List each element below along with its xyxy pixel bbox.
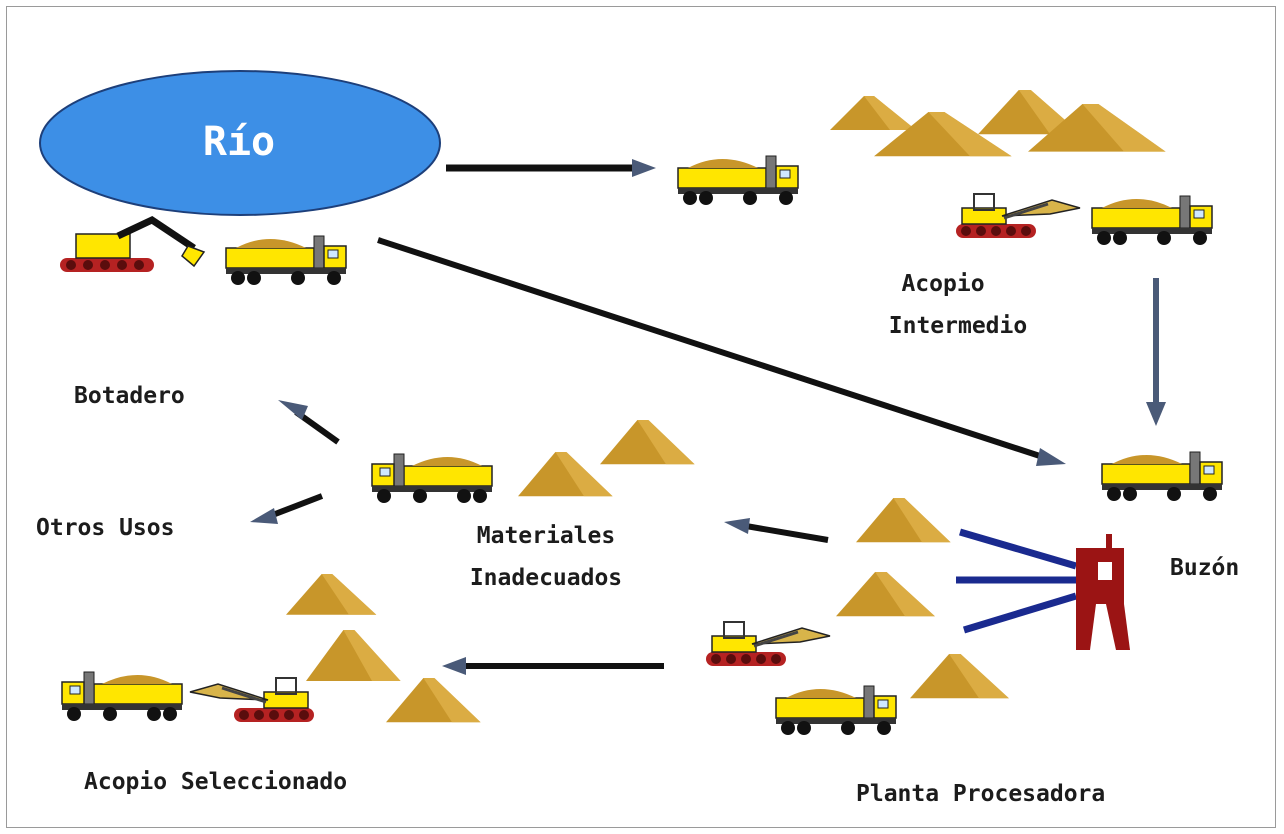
excavator-icon (60, 215, 206, 272)
river-ellipse (39, 70, 441, 216)
dump-truck-icon (61, 671, 183, 722)
sand-pile-icon (600, 420, 695, 465)
sand-pile-icon (856, 498, 951, 543)
sand-pile-icon (830, 96, 916, 130)
node-label-otros-usos: Otros Usos (36, 515, 175, 541)
node-label-botadero: Botadero (74, 383, 185, 409)
sand-pile-icon (518, 452, 613, 497)
front-loader-icon (188, 676, 316, 724)
front-loader-icon (954, 192, 1082, 240)
dump-truck-icon (371, 453, 493, 504)
node-label-materiales-inadecuados-line1: Materiales (476, 523, 616, 549)
sand-pile-icon (836, 572, 935, 617)
sand-pile-icon (910, 654, 1009, 699)
arrow-to-otros-usos (250, 493, 324, 524)
node-label-buzon: Buzón (1170, 555, 1240, 581)
node-label-planta-procesadora: Planta Procesadora (856, 781, 1106, 807)
sand-pile-icon (386, 678, 481, 723)
node-label-rio: Río (202, 119, 276, 165)
arrow-plant-to-seleccionado (442, 657, 664, 675)
node-label-acopio-intermedio-line2: Intermedio (888, 313, 1028, 339)
node-label-materiales-inadecuados-line2: Inadecuados (469, 565, 623, 591)
arrow-to-botadero (278, 400, 340, 445)
arrow-plant-to-inadecuados (724, 518, 829, 543)
sand-pile-icon (286, 574, 377, 615)
arrow-rio-to-buzon (377, 237, 1066, 466)
sand-pile-icon (306, 630, 401, 681)
arrow-rio-to-truck (446, 159, 656, 177)
hopper-icon (956, 528, 1130, 650)
dump-truck-icon (1101, 451, 1223, 502)
front-loader-icon (704, 620, 832, 668)
arrow-intermedio-to-buzon (1146, 278, 1166, 426)
dump-truck-icon (677, 155, 799, 206)
node-label-acopio-intermedio-line1: Acopio (901, 271, 985, 297)
node-label-acopio-seleccionado: Acopio Seleccionado (84, 769, 348, 795)
dump-truck-icon (225, 235, 347, 286)
dump-truck-icon (775, 685, 897, 736)
dump-truck-icon (1091, 195, 1213, 246)
